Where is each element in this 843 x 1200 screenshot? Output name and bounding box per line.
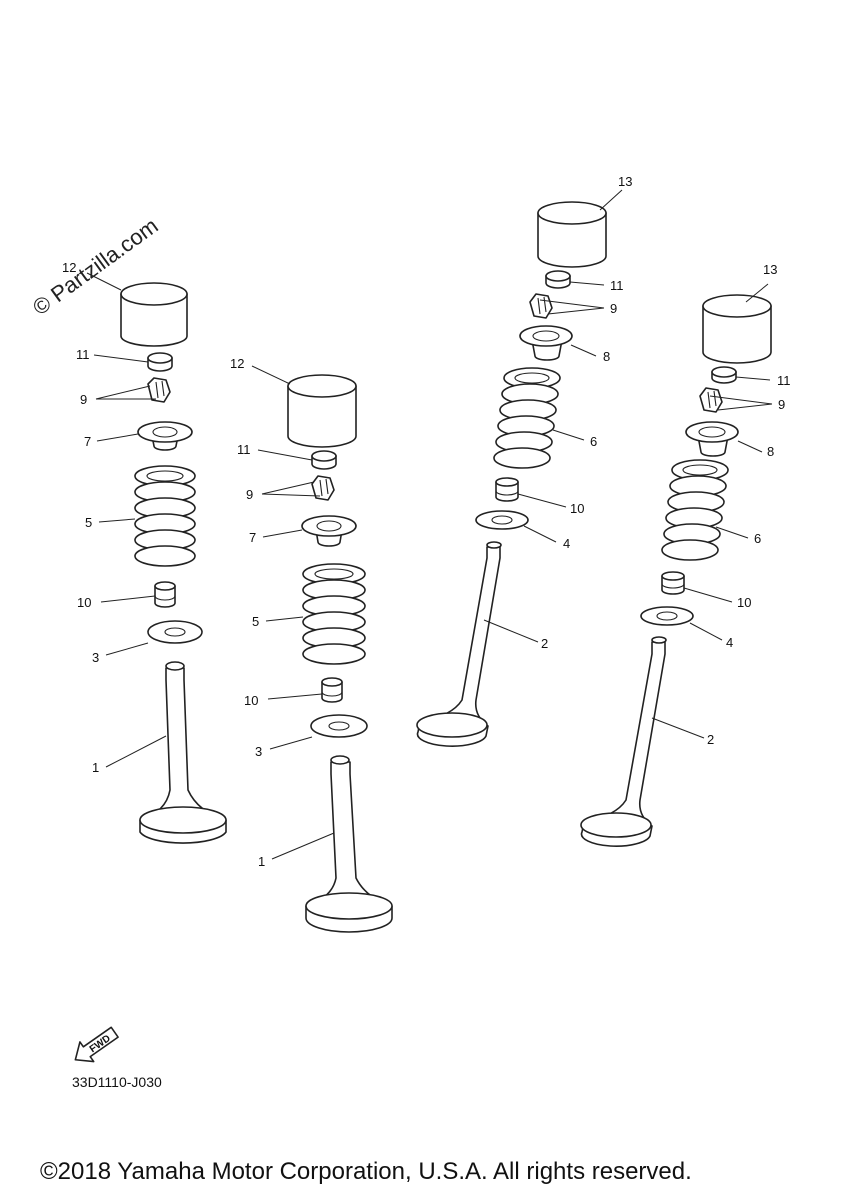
callout-8[interactable]: 8 bbox=[603, 349, 610, 364]
callout-5[interactable]: 5 bbox=[85, 515, 92, 530]
callout-4-b[interactable]: 4 bbox=[726, 635, 733, 650]
callout-1-b[interactable]: 1 bbox=[258, 854, 265, 869]
adjusting-pad-11-d[interactable] bbox=[711, 366, 737, 384]
valve-assembly-left-b bbox=[251, 365, 393, 933]
exhaust-valve-2-b[interactable] bbox=[580, 636, 667, 847]
valve-spring-retainer-7[interactable] bbox=[137, 421, 193, 451]
valve-spring-6[interactable] bbox=[493, 367, 561, 469]
callout-11-b[interactable]: 11 bbox=[237, 442, 251, 457]
valve-cotter-9-b[interactable] bbox=[311, 475, 335, 501]
callout-10-b[interactable]: 10 bbox=[244, 693, 258, 708]
callout-6[interactable]: 6 bbox=[590, 434, 597, 449]
callout-2[interactable]: 2 bbox=[541, 636, 548, 651]
callout-10[interactable]: 10 bbox=[77, 595, 91, 610]
valve-stem-seal-10-b[interactable] bbox=[321, 677, 343, 703]
callout-2-b[interactable]: 2 bbox=[707, 732, 714, 747]
callout-13[interactable]: 13 bbox=[618, 174, 632, 189]
valve-stem-seal-10-c[interactable] bbox=[495, 477, 519, 502]
callout-7[interactable]: 7 bbox=[84, 434, 91, 449]
callout-9-d[interactable]: 9 bbox=[778, 397, 785, 412]
valve-spring-seat-4[interactable] bbox=[475, 510, 529, 530]
callout-5-b[interactable]: 5 bbox=[252, 614, 259, 629]
valve-spring-6-b[interactable] bbox=[661, 459, 729, 561]
exhaust-valve-2[interactable] bbox=[416, 541, 502, 747]
fwd-arrow-icon: FWD bbox=[74, 1026, 119, 1063]
valve-stem-seal-10[interactable] bbox=[154, 581, 176, 608]
valve-lifter-13-b[interactable] bbox=[702, 294, 772, 364]
diagram-code: 33D1110-J030 bbox=[72, 1074, 162, 1090]
callout-13-b[interactable]: 13 bbox=[763, 262, 777, 277]
callout-11[interactable]: 11 bbox=[76, 347, 90, 362]
callout-4[interactable]: 4 bbox=[563, 536, 570, 551]
valve-spring-seat-4-b[interactable] bbox=[640, 606, 694, 626]
valve-spring-retainer-8[interactable] bbox=[519, 325, 573, 361]
valve-spring-5-b[interactable] bbox=[302, 563, 366, 665]
callout-3-b[interactable]: 3 bbox=[255, 744, 262, 759]
valve-spring-retainer-7-b[interactable] bbox=[301, 515, 357, 547]
callout-6-b[interactable]: 6 bbox=[754, 531, 761, 546]
valve-assembly-right-a bbox=[416, 189, 623, 747]
valve-lifter-12-b[interactable] bbox=[287, 374, 357, 448]
valve-spring-seat-3[interactable] bbox=[147, 620, 203, 644]
callout-1[interactable]: 1 bbox=[92, 760, 99, 775]
callout-12[interactable]: 12 bbox=[62, 260, 76, 275]
valve-spring-retainer-8-b[interactable] bbox=[685, 421, 739, 457]
callout-3[interactable]: 3 bbox=[92, 650, 99, 665]
copyright-notice: ©2018 Yamaha Motor Corporation, U.S.A. A… bbox=[40, 1158, 692, 1185]
adjusting-pad-11[interactable] bbox=[147, 352, 173, 372]
valve-lifter-12[interactable] bbox=[120, 282, 188, 347]
callout-11-d[interactable]: 11 bbox=[777, 373, 791, 388]
valve-assembly-right-b bbox=[580, 283, 773, 847]
adjusting-pad-11-b[interactable] bbox=[311, 450, 337, 470]
callout-11-c[interactable]: 11 bbox=[610, 278, 624, 293]
intake-valve-1-b[interactable] bbox=[305, 755, 393, 933]
valve-cotter-9-c[interactable] bbox=[529, 293, 553, 319]
callout-7-b[interactable]: 7 bbox=[249, 530, 256, 545]
valve-spring-5[interactable] bbox=[134, 465, 196, 567]
valve-stem-seal-10-d[interactable] bbox=[661, 571, 685, 595]
valve-lifter-13[interactable] bbox=[537, 201, 607, 268]
adjusting-pad-11-c[interactable] bbox=[545, 270, 571, 289]
callout-8-b[interactable]: 8 bbox=[767, 444, 774, 459]
valve-assembly-left-a bbox=[86, 272, 227, 844]
callout-10-c[interactable]: 10 bbox=[570, 501, 584, 516]
valve-spring-seat-3-b[interactable] bbox=[310, 714, 368, 738]
valve-cotter-9[interactable] bbox=[147, 377, 171, 403]
callout-9-b[interactable]: 9 bbox=[246, 487, 253, 502]
intake-valve-1[interactable] bbox=[139, 661, 227, 844]
callout-9-c[interactable]: 9 bbox=[610, 301, 617, 316]
callout-10-d[interactable]: 10 bbox=[737, 595, 751, 610]
valve-cotter-9-d[interactable] bbox=[699, 387, 723, 413]
callout-12-b[interactable]: 12 bbox=[230, 356, 244, 371]
callout-labels: 12 11 9 7 5 10 3 1 12 11 9 7 5 10 3 1 13… bbox=[62, 174, 791, 869]
callout-9[interactable]: 9 bbox=[80, 392, 87, 407]
